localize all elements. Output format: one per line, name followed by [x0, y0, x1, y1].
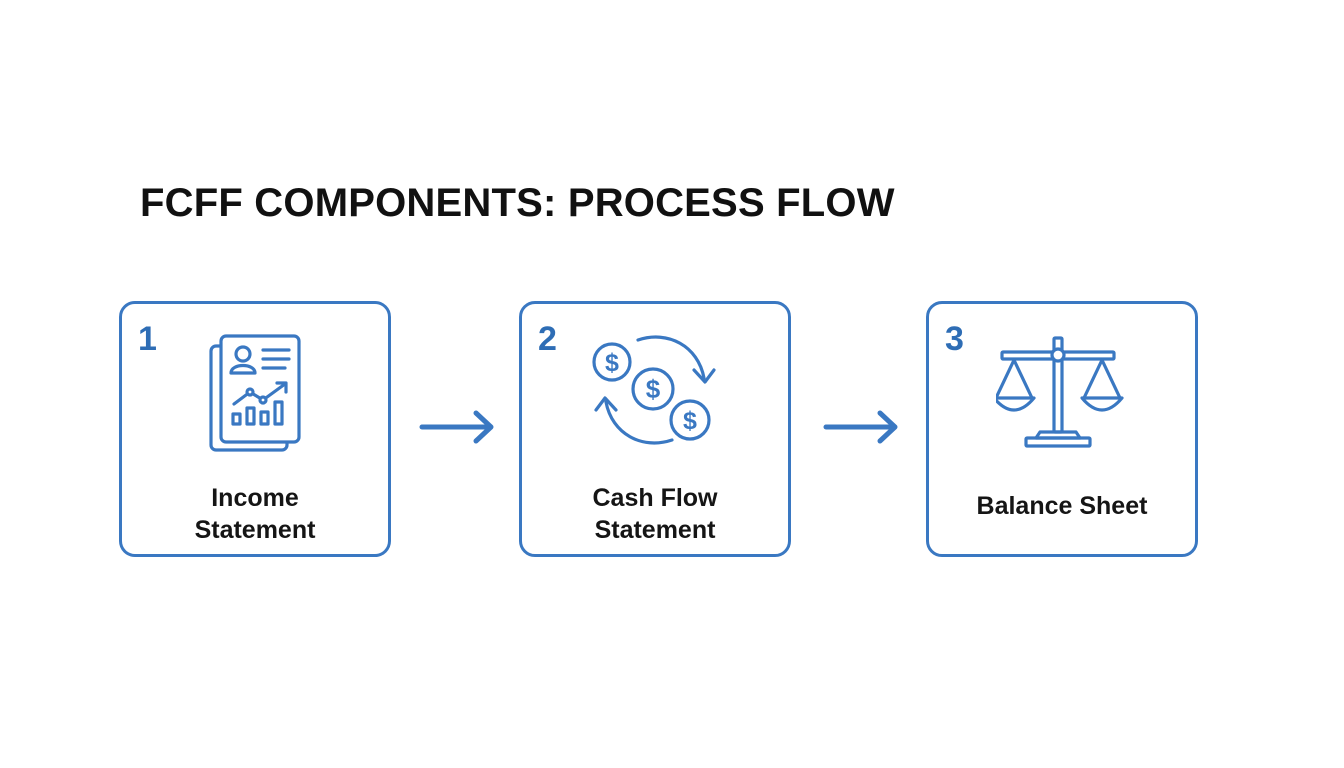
step-card-income-statement: 1 Income Statement	[119, 301, 391, 557]
svg-text:$: $	[605, 349, 619, 377]
svg-text:$: $	[646, 374, 661, 404]
step-label: Cash Flow Statement	[532, 482, 778, 546]
income-statement-report-icon	[209, 334, 301, 452]
step-card-balance-sheet: 3 Balance Sheet	[926, 301, 1198, 557]
step-number: 3	[945, 320, 964, 358]
step-label-line: Income	[211, 484, 299, 512]
step-label-line: Cash Flow	[592, 484, 718, 512]
step-card-cash-flow-statement: 2 $ $ $ Cash Flow Statement	[519, 301, 791, 557]
arrow-right-icon	[419, 410, 494, 444]
step-label-line: Statement	[594, 516, 716, 544]
svg-text:$: $	[683, 407, 697, 435]
step-label-line: Statement	[194, 516, 316, 544]
step-label: Income Statement	[132, 482, 378, 546]
step-number: 2	[538, 320, 557, 358]
arrow-right-icon	[823, 410, 898, 444]
cash-flow-cycle-icon: $ $ $	[592, 335, 716, 445]
balance-scale-icon	[996, 336, 1124, 448]
step-number: 1	[138, 320, 157, 358]
step-label: Balance Sheet	[976, 492, 1148, 520]
diagram-title: FCFF COMPONENTS: PROCESS FLOW	[140, 181, 895, 225]
